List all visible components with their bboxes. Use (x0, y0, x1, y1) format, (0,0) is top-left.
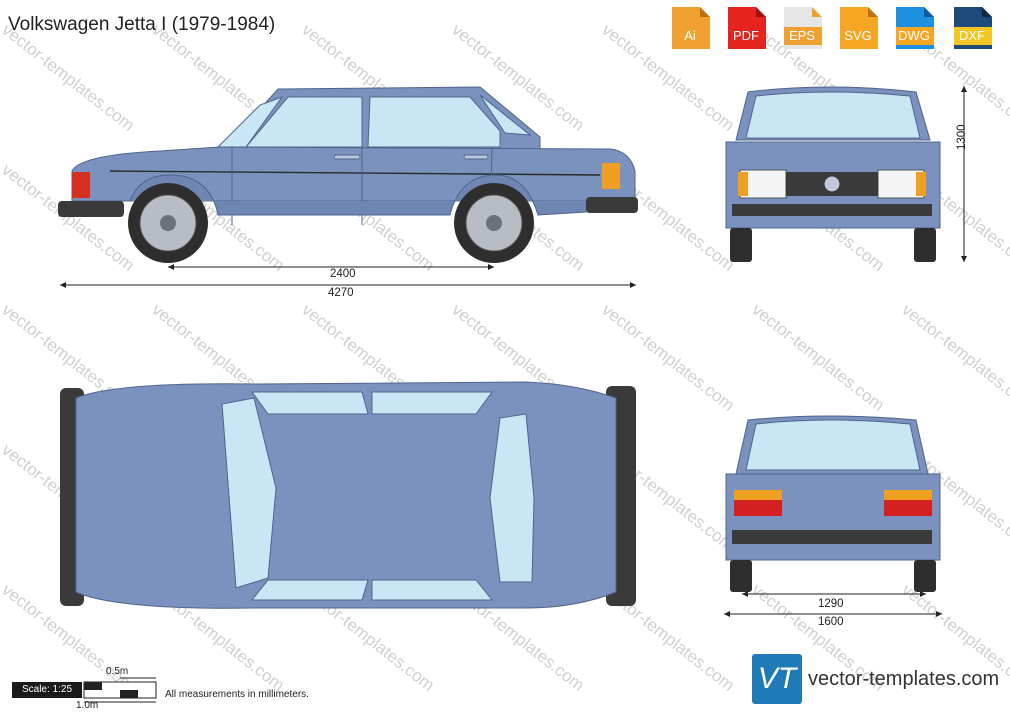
length-label: 4270 (328, 287, 354, 299)
file-icon (784, 7, 822, 49)
brand-logo: VT (752, 654, 802, 704)
file-icon (840, 7, 878, 49)
rear-view-drawing (724, 415, 942, 617)
scale-label: Scale: 1:25 (12, 682, 82, 698)
one-meter-label: 1.0m (76, 700, 99, 711)
format-badge-dwg[interactable]: DWG (892, 5, 936, 51)
rear-wheel (454, 183, 534, 263)
side-view-drawing (58, 86, 638, 288)
file-icon (728, 7, 766, 49)
track-label: 1290 (818, 598, 844, 610)
half-meter-label: 0.5m (106, 666, 129, 677)
measurement-note: All measurements in millimeters. (165, 689, 309, 700)
format-badge-ai[interactable]: Ai (668, 5, 712, 51)
top-view-drawing (60, 381, 636, 609)
watermark-text: vector-templates.com (748, 300, 889, 416)
front-view-drawing (725, 86, 967, 262)
format-badge-svg[interactable]: SVG (836, 5, 880, 51)
file-icon (954, 7, 992, 49)
scale-ruler (83, 677, 157, 703)
file-icon (672, 7, 710, 49)
format-badge-dxf[interactable]: DXF (950, 5, 994, 51)
front-wheel (128, 183, 208, 263)
watermark-text: vector-templates.com (898, 300, 1010, 416)
height-label: 1300 (956, 124, 968, 150)
file-icon (896, 7, 934, 49)
width-label: 1600 (818, 616, 844, 628)
brand-site-link[interactable]: vector-templates.com (808, 668, 1000, 690)
format-badge-pdf[interactable]: PDF (724, 5, 768, 51)
format-badge-eps[interactable]: EPS (780, 5, 824, 51)
wheelbase-label: 2400 (330, 268, 356, 280)
page-title: Volkswagen Jetta I (1979-1984) (8, 14, 276, 35)
